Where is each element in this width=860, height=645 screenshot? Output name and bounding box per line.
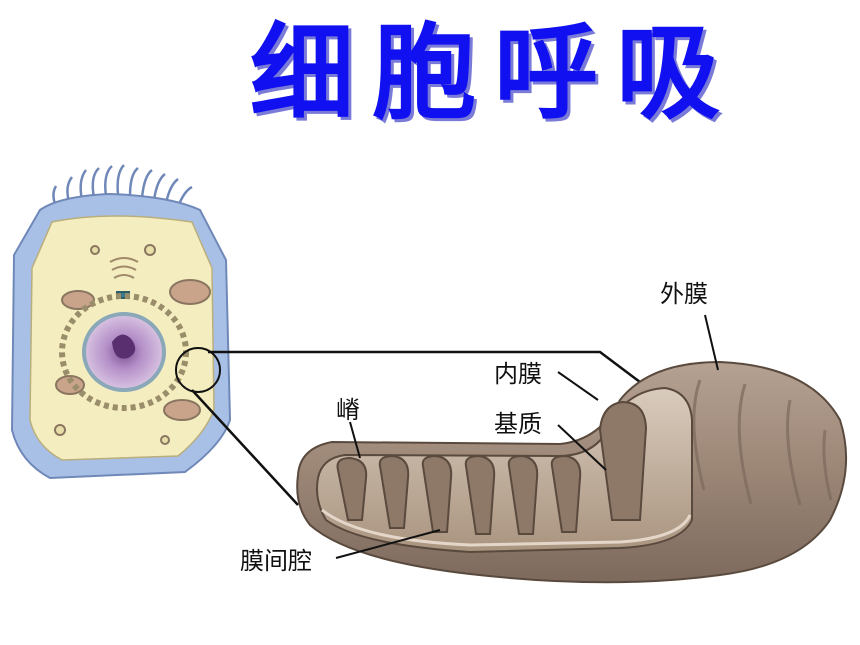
nucleolus xyxy=(112,334,136,359)
outer-surface-folds xyxy=(692,379,833,506)
page-title: 细胞呼吸 xyxy=(250,12,739,134)
plant-cell xyxy=(10,164,232,480)
inner-membrane-cutaway xyxy=(316,386,693,554)
label-cristae: 嵴 xyxy=(336,396,360,424)
label-matrix: 基质 xyxy=(494,410,542,438)
zoom-circle xyxy=(175,347,221,393)
intermembrane-space xyxy=(321,508,692,547)
cell-organelles xyxy=(54,244,211,445)
label-outer-membrane: 外膜 xyxy=(660,280,708,308)
label-intermembrane-space: 膜间腔 xyxy=(240,547,312,575)
cristae-folds xyxy=(336,400,648,535)
label-inner-membrane: 内膜 xyxy=(494,360,542,388)
mitochondrion xyxy=(296,360,848,584)
label-leaders xyxy=(335,314,719,559)
zoom-connector-lines xyxy=(191,350,641,506)
